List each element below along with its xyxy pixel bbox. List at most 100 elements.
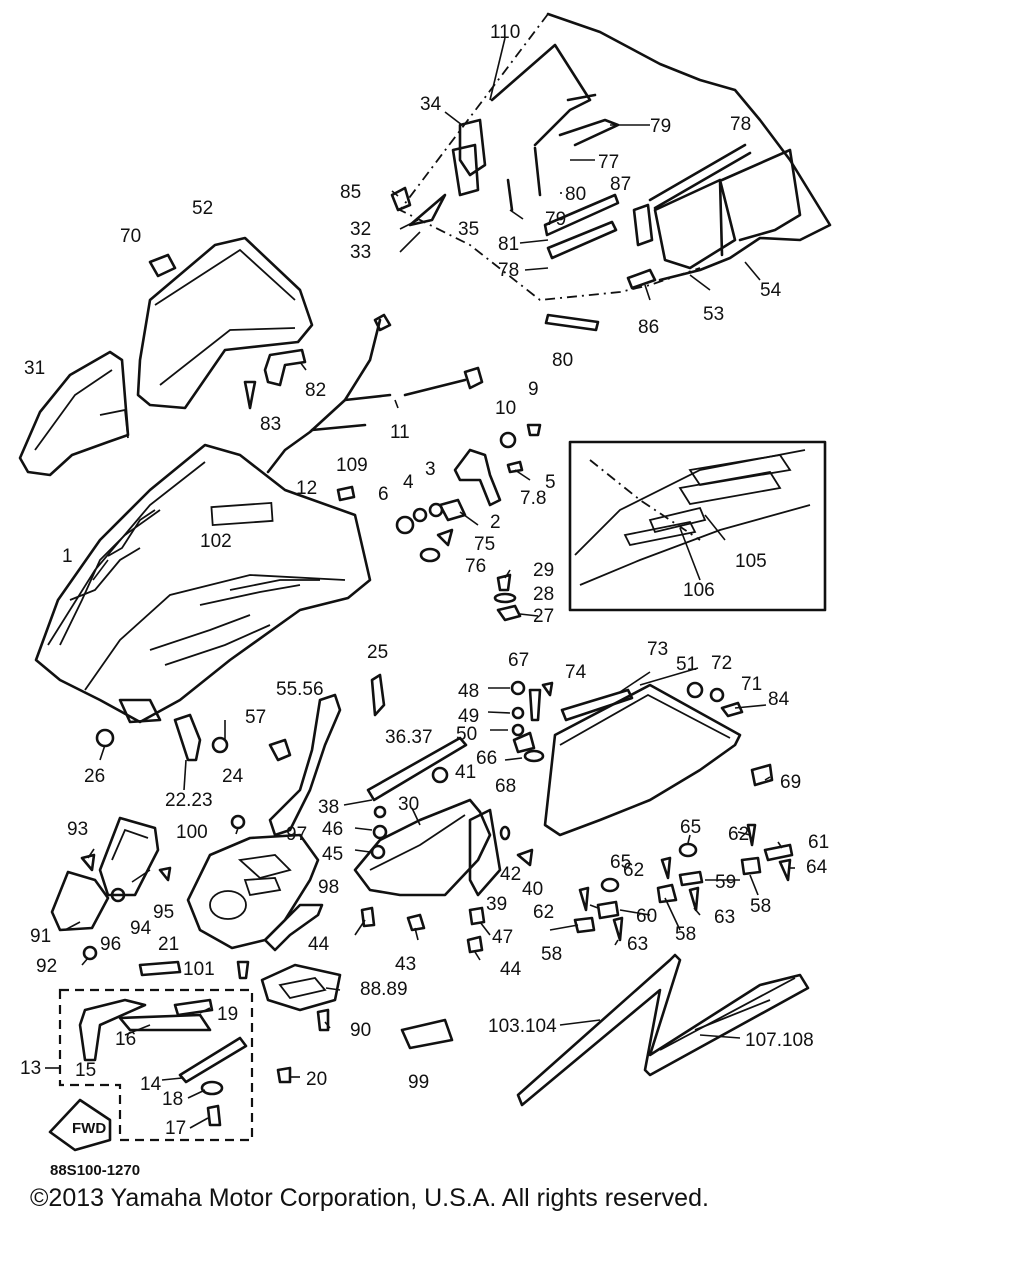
callout-38: 38 xyxy=(318,797,339,818)
callout-75: 75 xyxy=(474,534,495,555)
callout-44: 44 xyxy=(308,934,330,955)
frame-30 xyxy=(353,766,534,954)
bracket-55-56 xyxy=(268,693,342,837)
callout-90: 90 xyxy=(350,1020,371,1041)
grille-94 xyxy=(98,816,160,897)
callout-94: 94 xyxy=(130,918,152,939)
callout-98: 98 xyxy=(318,877,339,898)
callout-67: 67 xyxy=(508,650,529,671)
callout-74: 74 xyxy=(565,662,587,683)
screw-57 xyxy=(268,738,292,762)
callout-92: 92 xyxy=(36,956,57,977)
callout-69: 69 xyxy=(780,772,801,793)
callout-10: 10 xyxy=(495,398,516,419)
callout-35: 35 xyxy=(458,219,479,240)
callout-97: 97 xyxy=(286,824,307,845)
callout-84: 84 xyxy=(768,689,790,710)
callout-40: 40 xyxy=(522,879,543,900)
callout-63-second: 63 xyxy=(627,934,648,955)
part-70 xyxy=(148,253,177,278)
callout-106: 106 xyxy=(683,580,715,601)
wire-harness xyxy=(266,313,484,474)
callout-77: 77 xyxy=(598,152,619,173)
callout-5: 5 xyxy=(545,472,556,493)
callout-16: 16 xyxy=(115,1029,136,1050)
callout-7-8: 7.8 xyxy=(520,488,546,509)
clip-set xyxy=(573,823,794,942)
callout-95: 95 xyxy=(153,902,174,923)
callout-82: 82 xyxy=(305,380,326,401)
rail-36-37 xyxy=(366,736,468,802)
callout-13: 13 xyxy=(20,1058,41,1079)
callout-87: 87 xyxy=(610,174,631,195)
callout-58-third: 58 xyxy=(541,944,562,965)
callout-34: 34 xyxy=(420,94,442,115)
callout-65-lower: 65 xyxy=(610,852,631,873)
callout-73: 73 xyxy=(647,639,668,660)
callout-81: 81 xyxy=(498,234,519,255)
callout-110: 110 xyxy=(490,22,520,43)
callout-45: 45 xyxy=(322,844,343,865)
callout-27: 27 xyxy=(533,606,554,627)
callout-68: 68 xyxy=(495,776,516,797)
callout-53: 53 xyxy=(703,304,724,325)
callout-59: 59 xyxy=(715,872,736,893)
hinge-bracket-7-8 xyxy=(453,448,502,507)
callout-80: 80 xyxy=(565,184,586,205)
callout-79: 79 xyxy=(650,116,671,137)
callout-24: 24 xyxy=(222,766,244,787)
side-panel-31 xyxy=(18,350,130,477)
callout-61: 61 xyxy=(808,832,829,853)
callout-52: 52 xyxy=(192,198,213,219)
callout-48: 48 xyxy=(458,681,479,702)
callout-57: 57 xyxy=(245,707,266,728)
bracket-82 xyxy=(263,348,307,387)
brand-emblem xyxy=(210,501,274,527)
callout-50: 50 xyxy=(456,724,477,745)
fwd-arrow-label: FWD xyxy=(72,1120,106,1137)
callout-20: 20 xyxy=(306,1069,327,1090)
callout-101: 101 xyxy=(183,959,215,980)
callout-72: 72 xyxy=(711,653,732,674)
callout-9: 9 xyxy=(528,379,539,400)
callout-63: 63 xyxy=(714,907,735,928)
callout-47: 47 xyxy=(492,927,513,948)
callout-19: 19 xyxy=(217,1004,238,1025)
callout-66: 66 xyxy=(476,748,497,769)
callout-28: 28 xyxy=(533,584,554,605)
callout-76: 76 xyxy=(465,556,486,577)
callout-2: 2 xyxy=(490,512,501,533)
callout-15: 15 xyxy=(75,1060,96,1081)
callout-91: 91 xyxy=(30,926,51,947)
fwd-arrow: FWD xyxy=(48,1098,112,1152)
callout-26: 26 xyxy=(84,766,105,787)
small-hardware xyxy=(336,423,542,622)
sub-assembly-13 xyxy=(58,988,292,1142)
callout-107-108: 107.108 xyxy=(745,1030,814,1051)
side-cover-52 xyxy=(136,236,314,410)
callout-14: 14 xyxy=(140,1074,162,1095)
callout-49: 49 xyxy=(458,706,479,727)
cap-24-26 xyxy=(95,728,229,754)
callout-30: 30 xyxy=(398,794,419,815)
callout-93: 93 xyxy=(67,819,88,840)
callout-78-lower: 78 xyxy=(498,260,519,281)
callout-44-second: 44 xyxy=(500,959,522,980)
callout-109: 109 xyxy=(336,455,368,476)
bracket-98 xyxy=(263,903,324,952)
callout-33: 33 xyxy=(350,242,371,263)
callout-58-second: 58 xyxy=(675,924,696,945)
hood-1 xyxy=(34,443,372,724)
callout-12: 12 xyxy=(296,478,317,499)
callout-36-37: 36.37 xyxy=(385,727,433,748)
copyright-notice: ©2013 Yamaha Motor Corporation, U.S.A. A… xyxy=(30,1184,709,1212)
callout-102: 102 xyxy=(200,531,232,552)
callout-80-lower: 80 xyxy=(552,350,573,371)
callout-99: 99 xyxy=(408,1072,429,1093)
callout-79-lower: 79 xyxy=(545,209,566,230)
leader-lines xyxy=(45,37,795,1129)
callout-4: 4 xyxy=(403,472,414,493)
callout-85: 85 xyxy=(340,182,361,203)
small-fasteners-left xyxy=(80,853,250,980)
